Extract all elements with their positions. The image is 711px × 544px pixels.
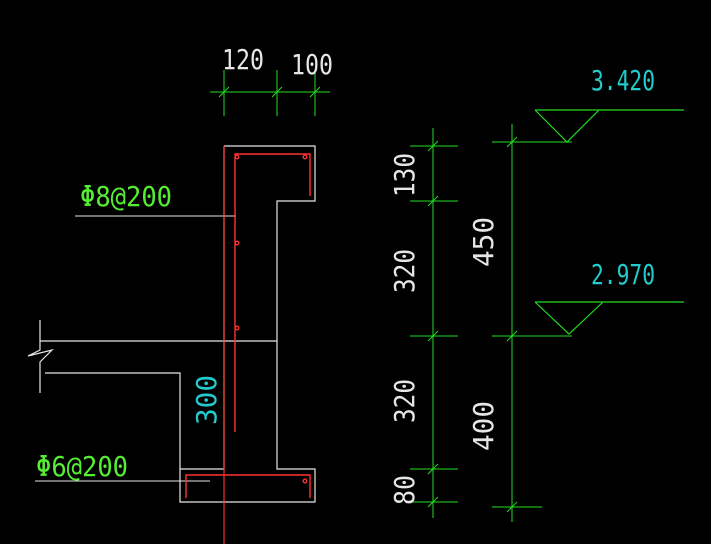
- rebar-dot: [234, 325, 240, 331]
- outer-dim-tick: [506, 136, 518, 148]
- beam-profile: [179, 145, 316, 503]
- section-outline: [27, 145, 316, 503]
- elevation-lower-label: 2.970: [591, 258, 655, 291]
- rebar-dot: [234, 154, 240, 160]
- inner-dim-tick: [427, 140, 439, 152]
- break-symbol: [27, 320, 54, 393]
- inner-dim-tick: [427, 195, 439, 207]
- outer-dim-tick: [506, 501, 518, 513]
- elevation-upper-triangle: [534, 109, 600, 143]
- upper-rebar-label: Φ8@200: [80, 180, 172, 213]
- rebar-dot: [302, 478, 308, 484]
- outer-dim-tick: [506, 330, 518, 342]
- dim-120-label: 120: [222, 43, 264, 76]
- lower-rebar: [185, 474, 311, 498]
- inner-dim-tick: [427, 496, 439, 508]
- leader-lines: [35, 215, 236, 482]
- rebar-dot: [302, 154, 308, 160]
- right-inner-dimension: [410, 128, 458, 518]
- inner-dim-tick: [427, 463, 439, 475]
- slab-bottom-line: [45, 372, 181, 469]
- rebar-dot: [234, 240, 240, 246]
- elevation-symbols: [534, 109, 684, 335]
- dim-80-label: 80: [388, 475, 421, 505]
- dim-450-label: 450: [467, 217, 500, 267]
- dim-320-upper-label: 320: [388, 249, 421, 293]
- right-outer-dimension: [492, 124, 572, 522]
- dim-320-lower-label: 320: [388, 379, 421, 423]
- top-dimension: [210, 70, 330, 116]
- elevation-upper-label: 3.420: [591, 64, 655, 97]
- rebar-group: [185, 146, 311, 544]
- dim-400-label: 400: [467, 401, 500, 451]
- elevation-lower-triangle: [534, 301, 604, 335]
- lower-rebar-label: Φ6@200: [36, 450, 128, 483]
- top-dim-tick: [271, 86, 283, 98]
- dim-130-label: 130: [388, 153, 421, 197]
- upper-stirrup-rebar: [234, 153, 311, 432]
- top-dim-tick: [218, 86, 230, 98]
- height-300-label: 300: [190, 375, 223, 425]
- inner-dim-tick: [427, 330, 439, 342]
- top-dim-tick: [309, 86, 321, 98]
- dim-100-label: 100: [291, 48, 333, 81]
